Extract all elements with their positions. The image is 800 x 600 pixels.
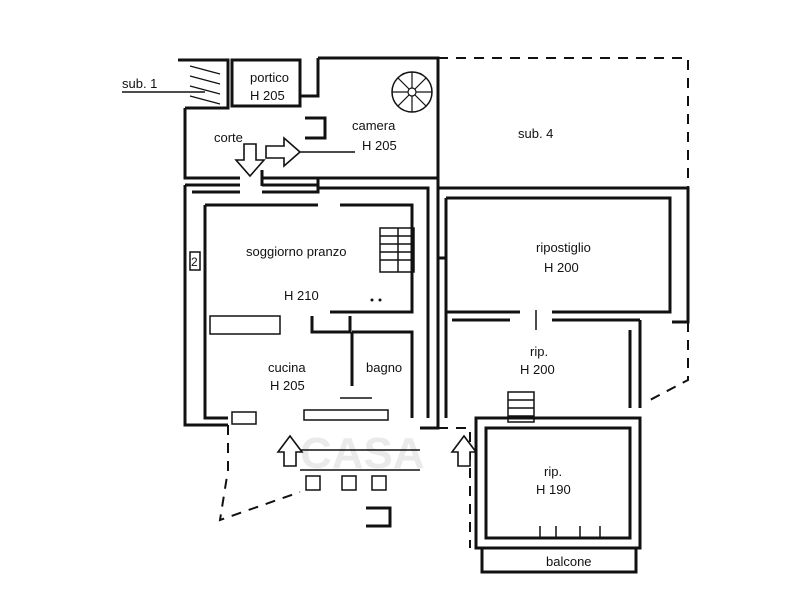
corte-label: corte (214, 130, 243, 145)
ripostiglio-height: H 200 (544, 260, 579, 275)
sub4-label: sub. 4 (518, 126, 553, 141)
balcone-label: balcone (546, 554, 592, 569)
entrance-area (218, 425, 471, 548)
soggiorno-label: soggiorno pranzo (246, 244, 346, 259)
cucina-label: cucina (268, 360, 306, 375)
rip1-height: H 200 (520, 362, 555, 377)
cucina-height: H 205 (270, 378, 305, 393)
camera-height: H 205 (362, 138, 397, 153)
camera-label: camera (352, 118, 396, 133)
rip2-label: rip. (544, 464, 562, 479)
entry-arrow-icon (276, 434, 478, 467)
staircase-icon (379, 227, 415, 273)
bagno-label: bagno (366, 360, 402, 375)
upper-block-walls (122, 56, 689, 190)
soggiorno-height: H 210 (284, 288, 319, 303)
portico-label: portico (250, 70, 289, 85)
sub1-label: sub. 1 (122, 76, 157, 91)
portico-height: H 205 (250, 88, 285, 103)
right-block-walls (438, 186, 690, 574)
entry-arrow-icon (234, 136, 302, 178)
main-apartment-walls (183, 176, 440, 430)
spiral-stair-icon (391, 71, 433, 113)
small-marker-label: 2 (191, 255, 198, 269)
rip1-label: rip. (530, 344, 548, 359)
rip2-height: H 190 (536, 482, 571, 497)
staircase-icon (507, 391, 535, 423)
ripostiglio-label: ripostiglio (536, 240, 591, 255)
